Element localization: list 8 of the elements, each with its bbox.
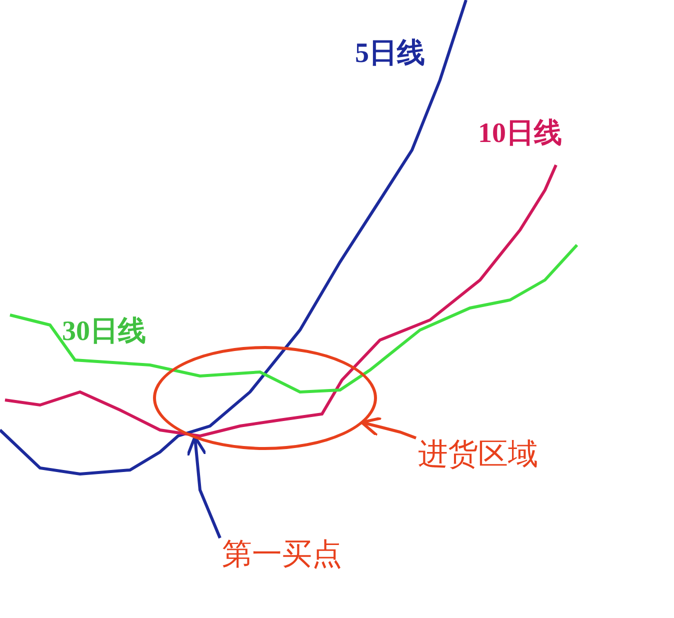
line-label: 30日线 bbox=[62, 318, 146, 346]
arrow bbox=[186, 435, 222, 539]
arrow bbox=[360, 416, 417, 440]
zone-label: 进货区域 bbox=[418, 440, 538, 470]
buy-point-label: 第一买点 bbox=[222, 540, 342, 570]
line-label: 5日线 bbox=[355, 40, 425, 68]
line-label: 10日线 bbox=[478, 120, 562, 148]
zone-ellipse bbox=[153, 346, 377, 450]
